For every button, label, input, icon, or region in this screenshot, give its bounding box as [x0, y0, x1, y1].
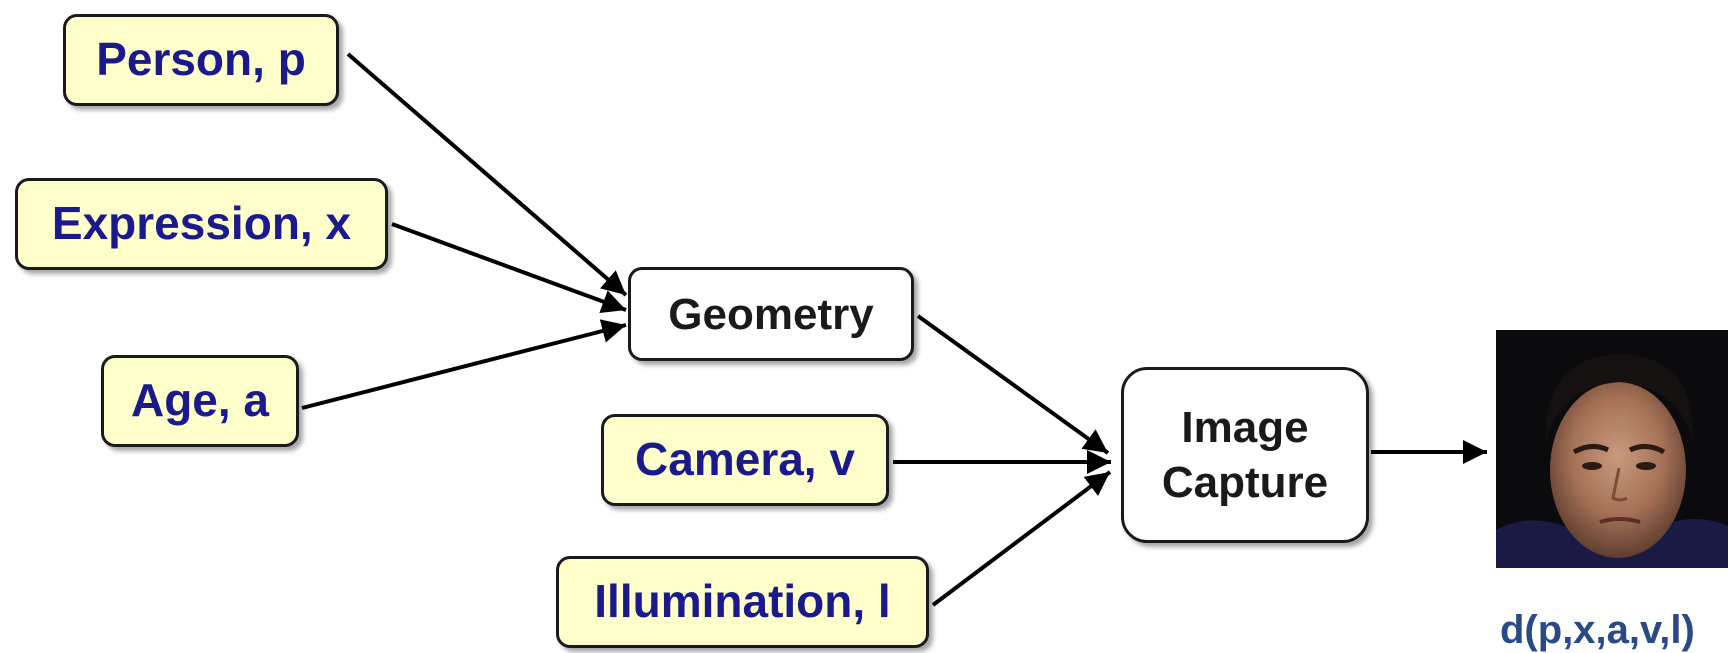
face-photo	[1496, 330, 1728, 568]
expression-factor-box: Expression, x	[15, 178, 388, 270]
output-formula: d(p,x,a,v,l)	[1500, 608, 1695, 652]
age-factor-label: Age, a	[130, 374, 270, 427]
illumination-factor-label: Illumination, l	[594, 575, 891, 628]
image-capture-label-line2: Capture	[1161, 458, 1329, 507]
age-factor-box: Age, a	[101, 355, 299, 447]
camera-factor-box: Camera, v	[601, 414, 889, 506]
camera-factor-label: Camera, v	[635, 433, 855, 486]
person-factor-label: Person, p	[96, 33, 306, 86]
arrow-geometry-to-capture	[916, 314, 1110, 455]
expression-factor-label: Expression, x	[51, 197, 352, 250]
person-factor-box: Person, p	[63, 14, 339, 106]
arrow-illumination-to-capture	[931, 470, 1112, 607]
geometry-label: Geometry	[668, 289, 874, 339]
geometry-box: Geometry	[628, 267, 914, 361]
image-capture-label-line1: Image	[1181, 403, 1309, 452]
face-photo-illustration	[1496, 330, 1728, 568]
arrow-age-to-geometry	[301, 319, 627, 410]
image-capture-box: Image Capture	[1121, 367, 1369, 543]
arrow-person-to-geometry	[346, 52, 628, 297]
arrow-expression-to-geometry	[391, 222, 627, 313]
illumination-factor-box: Illumination, l	[556, 556, 929, 648]
